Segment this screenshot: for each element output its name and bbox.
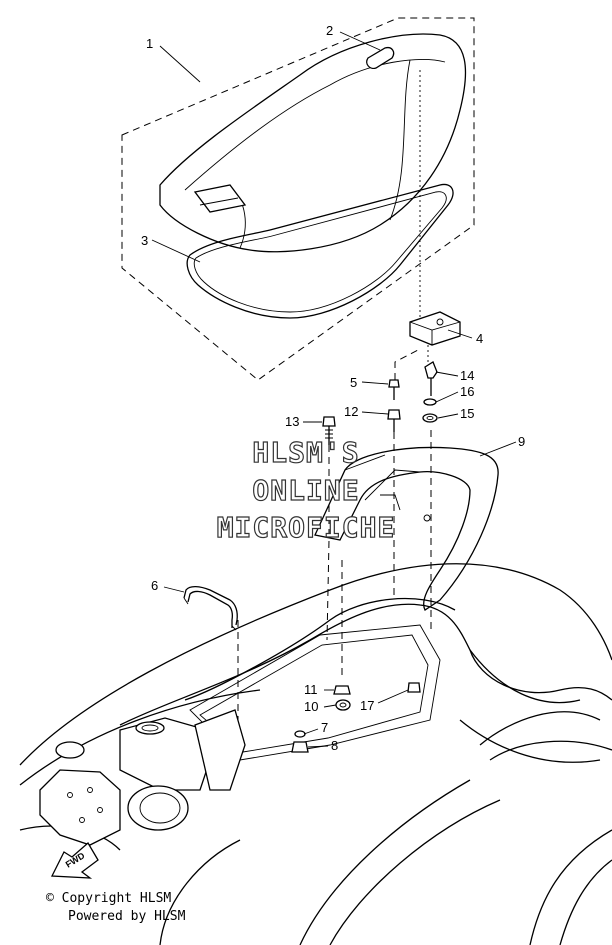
bolt-12 xyxy=(387,409,401,432)
callout-2: 2 xyxy=(326,23,333,38)
callout-13: 13 xyxy=(285,414,299,429)
rear-grip-frame xyxy=(314,446,499,611)
callout-4: 4 xyxy=(476,331,483,346)
nut-11 xyxy=(333,685,351,695)
washer-10 xyxy=(335,699,351,711)
seat-assembly-boundary xyxy=(121,17,475,381)
copyright-text: © Copyright HLSM xyxy=(46,891,172,906)
seat xyxy=(159,33,467,253)
seat-knob xyxy=(366,46,395,70)
nut-17 xyxy=(407,682,421,693)
callout-11: 11 xyxy=(304,682,318,697)
callout-labels: 1 2 3 4 5 6 7 8 9 10 11 12 13 14 15 16 1… xyxy=(141,23,525,753)
callout-10: 10 xyxy=(304,699,318,714)
nut-8 xyxy=(291,741,309,753)
leader-lines xyxy=(151,31,517,748)
seat-seal-ring xyxy=(186,183,454,319)
callout-1: 1 xyxy=(146,36,153,51)
watermark-line-2: ONLINE xyxy=(252,474,359,507)
callout-9: 9 xyxy=(518,434,525,449)
callout-3: 3 xyxy=(141,233,148,248)
washer-15 xyxy=(422,413,438,423)
fwd-arrow-icon: FWD xyxy=(50,841,99,879)
watermark-line-1: HLSM'S xyxy=(252,436,359,469)
hook-rod xyxy=(183,585,238,631)
bolt-5 xyxy=(388,379,400,400)
callout-14: 14 xyxy=(460,368,474,383)
rear-deck-parts xyxy=(39,709,246,846)
callout-12: 12 xyxy=(344,404,358,419)
callout-16: 16 xyxy=(460,384,474,399)
callout-15: 15 xyxy=(460,406,474,421)
latch-bracket xyxy=(409,311,461,346)
bolt-13 xyxy=(322,416,336,445)
watermark: HLSM'S ONLINE MICROFICHE xyxy=(216,435,396,544)
callout-17: 17 xyxy=(360,698,374,713)
callout-6: 6 xyxy=(151,578,158,593)
seat-striker xyxy=(424,361,438,396)
watermark-line-3: MICROFICHE xyxy=(217,511,396,544)
callout-8: 8 xyxy=(331,738,338,753)
washer-16 xyxy=(423,398,437,406)
powered-by-text: Powered by HLSM xyxy=(68,909,186,924)
washer-7 xyxy=(294,730,306,738)
callout-7: 7 xyxy=(321,720,328,735)
callout-5: 5 xyxy=(350,375,357,390)
hull-body xyxy=(19,563,612,945)
